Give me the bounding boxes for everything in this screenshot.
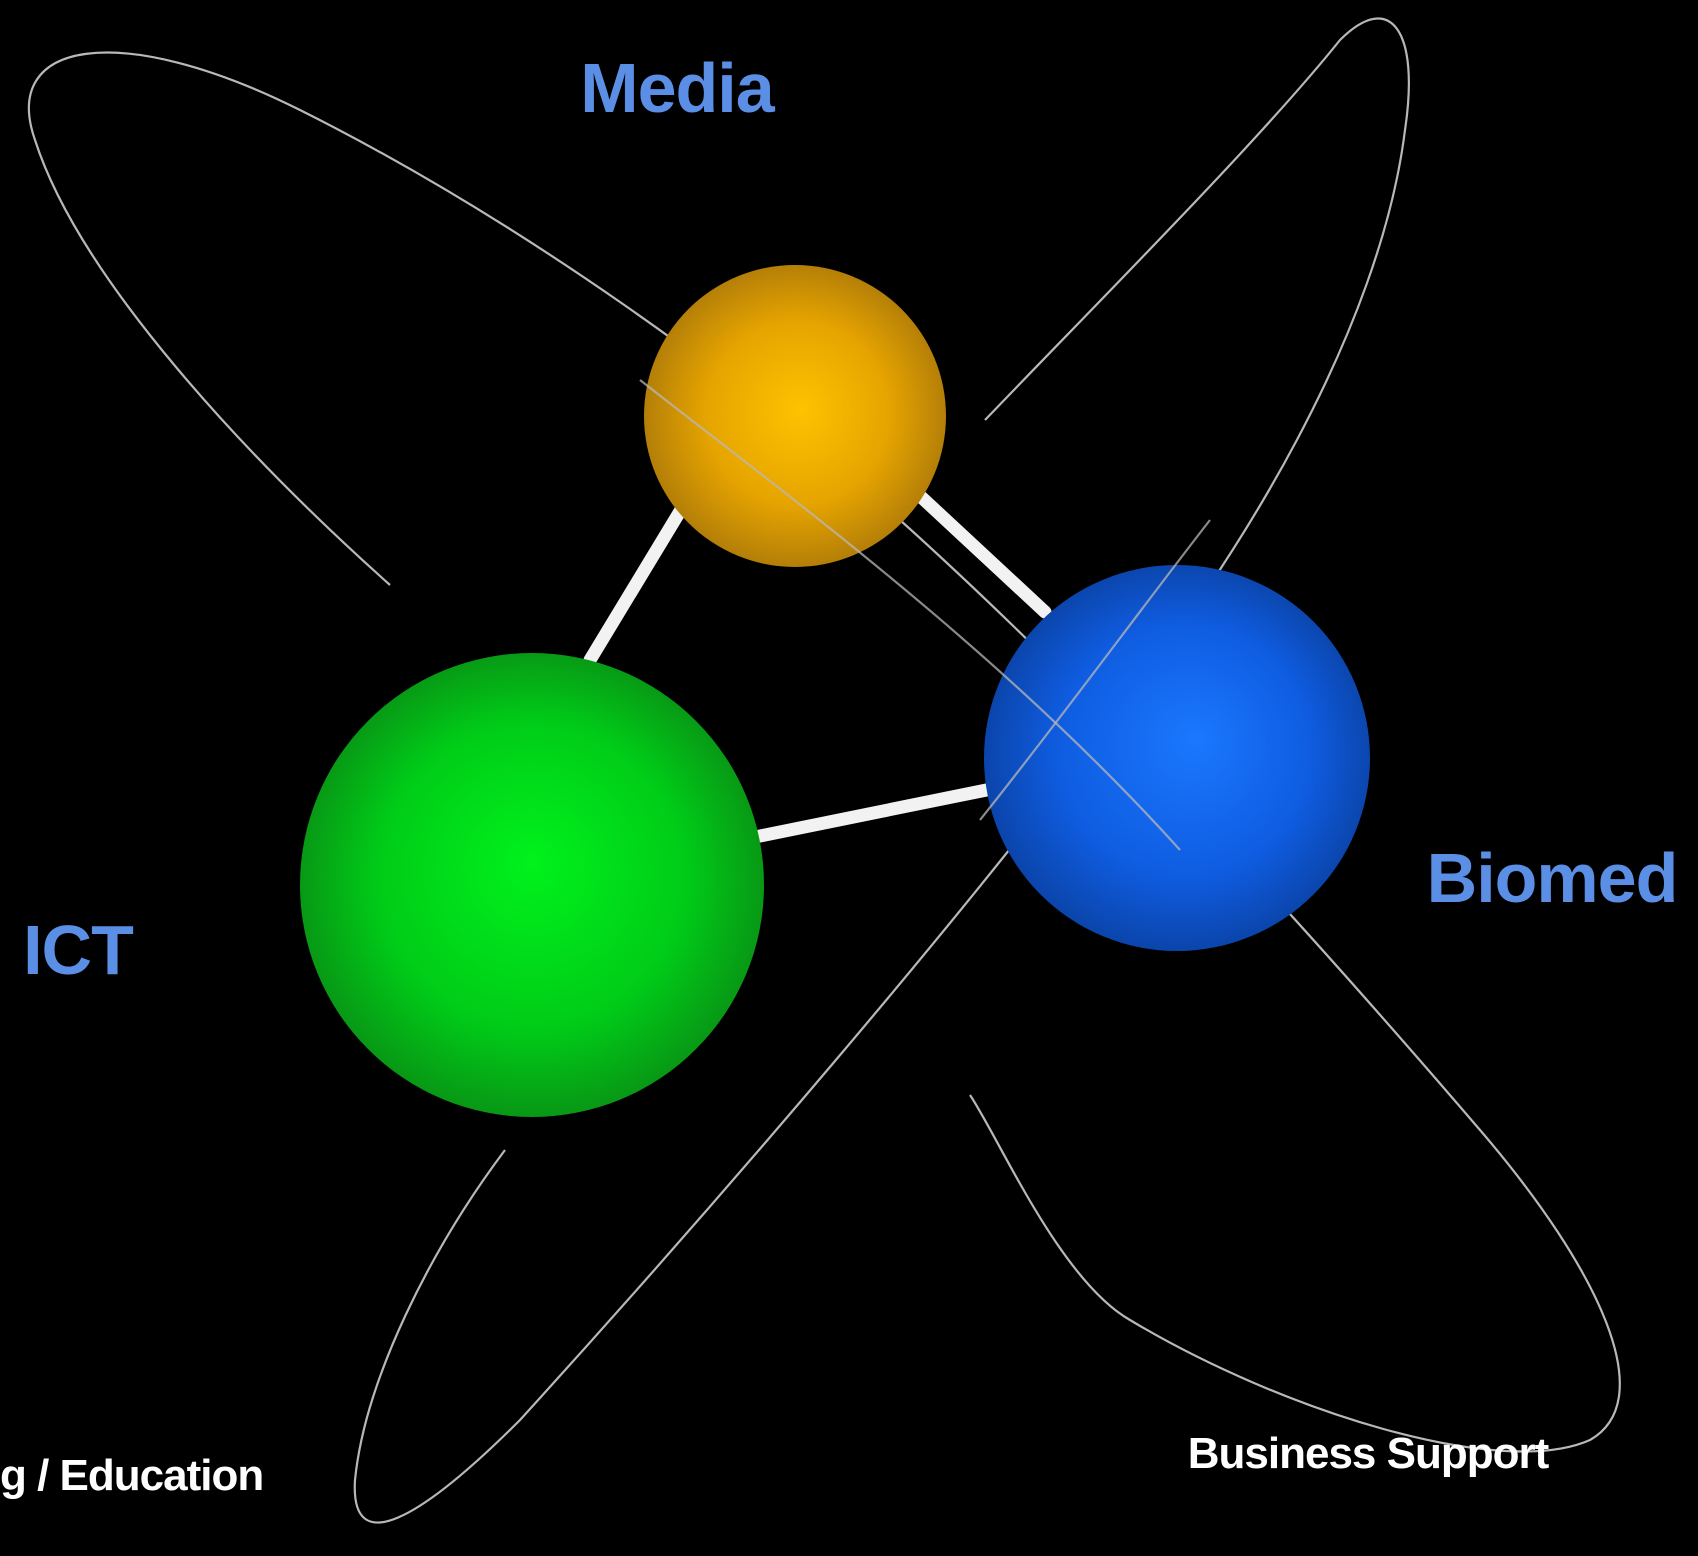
- biomed-label: Biomed: [1427, 839, 1678, 917]
- spheres: [300, 265, 1370, 1117]
- training-education-label: g / Education: [0, 1451, 263, 1500]
- ict-sphere: [300, 653, 764, 1117]
- media-sphere: [644, 265, 946, 567]
- media-label: Media: [580, 49, 775, 127]
- ict-label: ICT: [23, 911, 133, 989]
- biomed-sphere: [984, 565, 1370, 951]
- orbit-front-segment-2: [979, 519, 1211, 821]
- labels: Media Biomed ICT g / Education Business …: [0, 49, 1678, 1500]
- orbit-front-segment-1: [639, 379, 1181, 851]
- orbit-front-segments: [639, 379, 1211, 851]
- business-support-label: Business Support: [1188, 1429, 1550, 1478]
